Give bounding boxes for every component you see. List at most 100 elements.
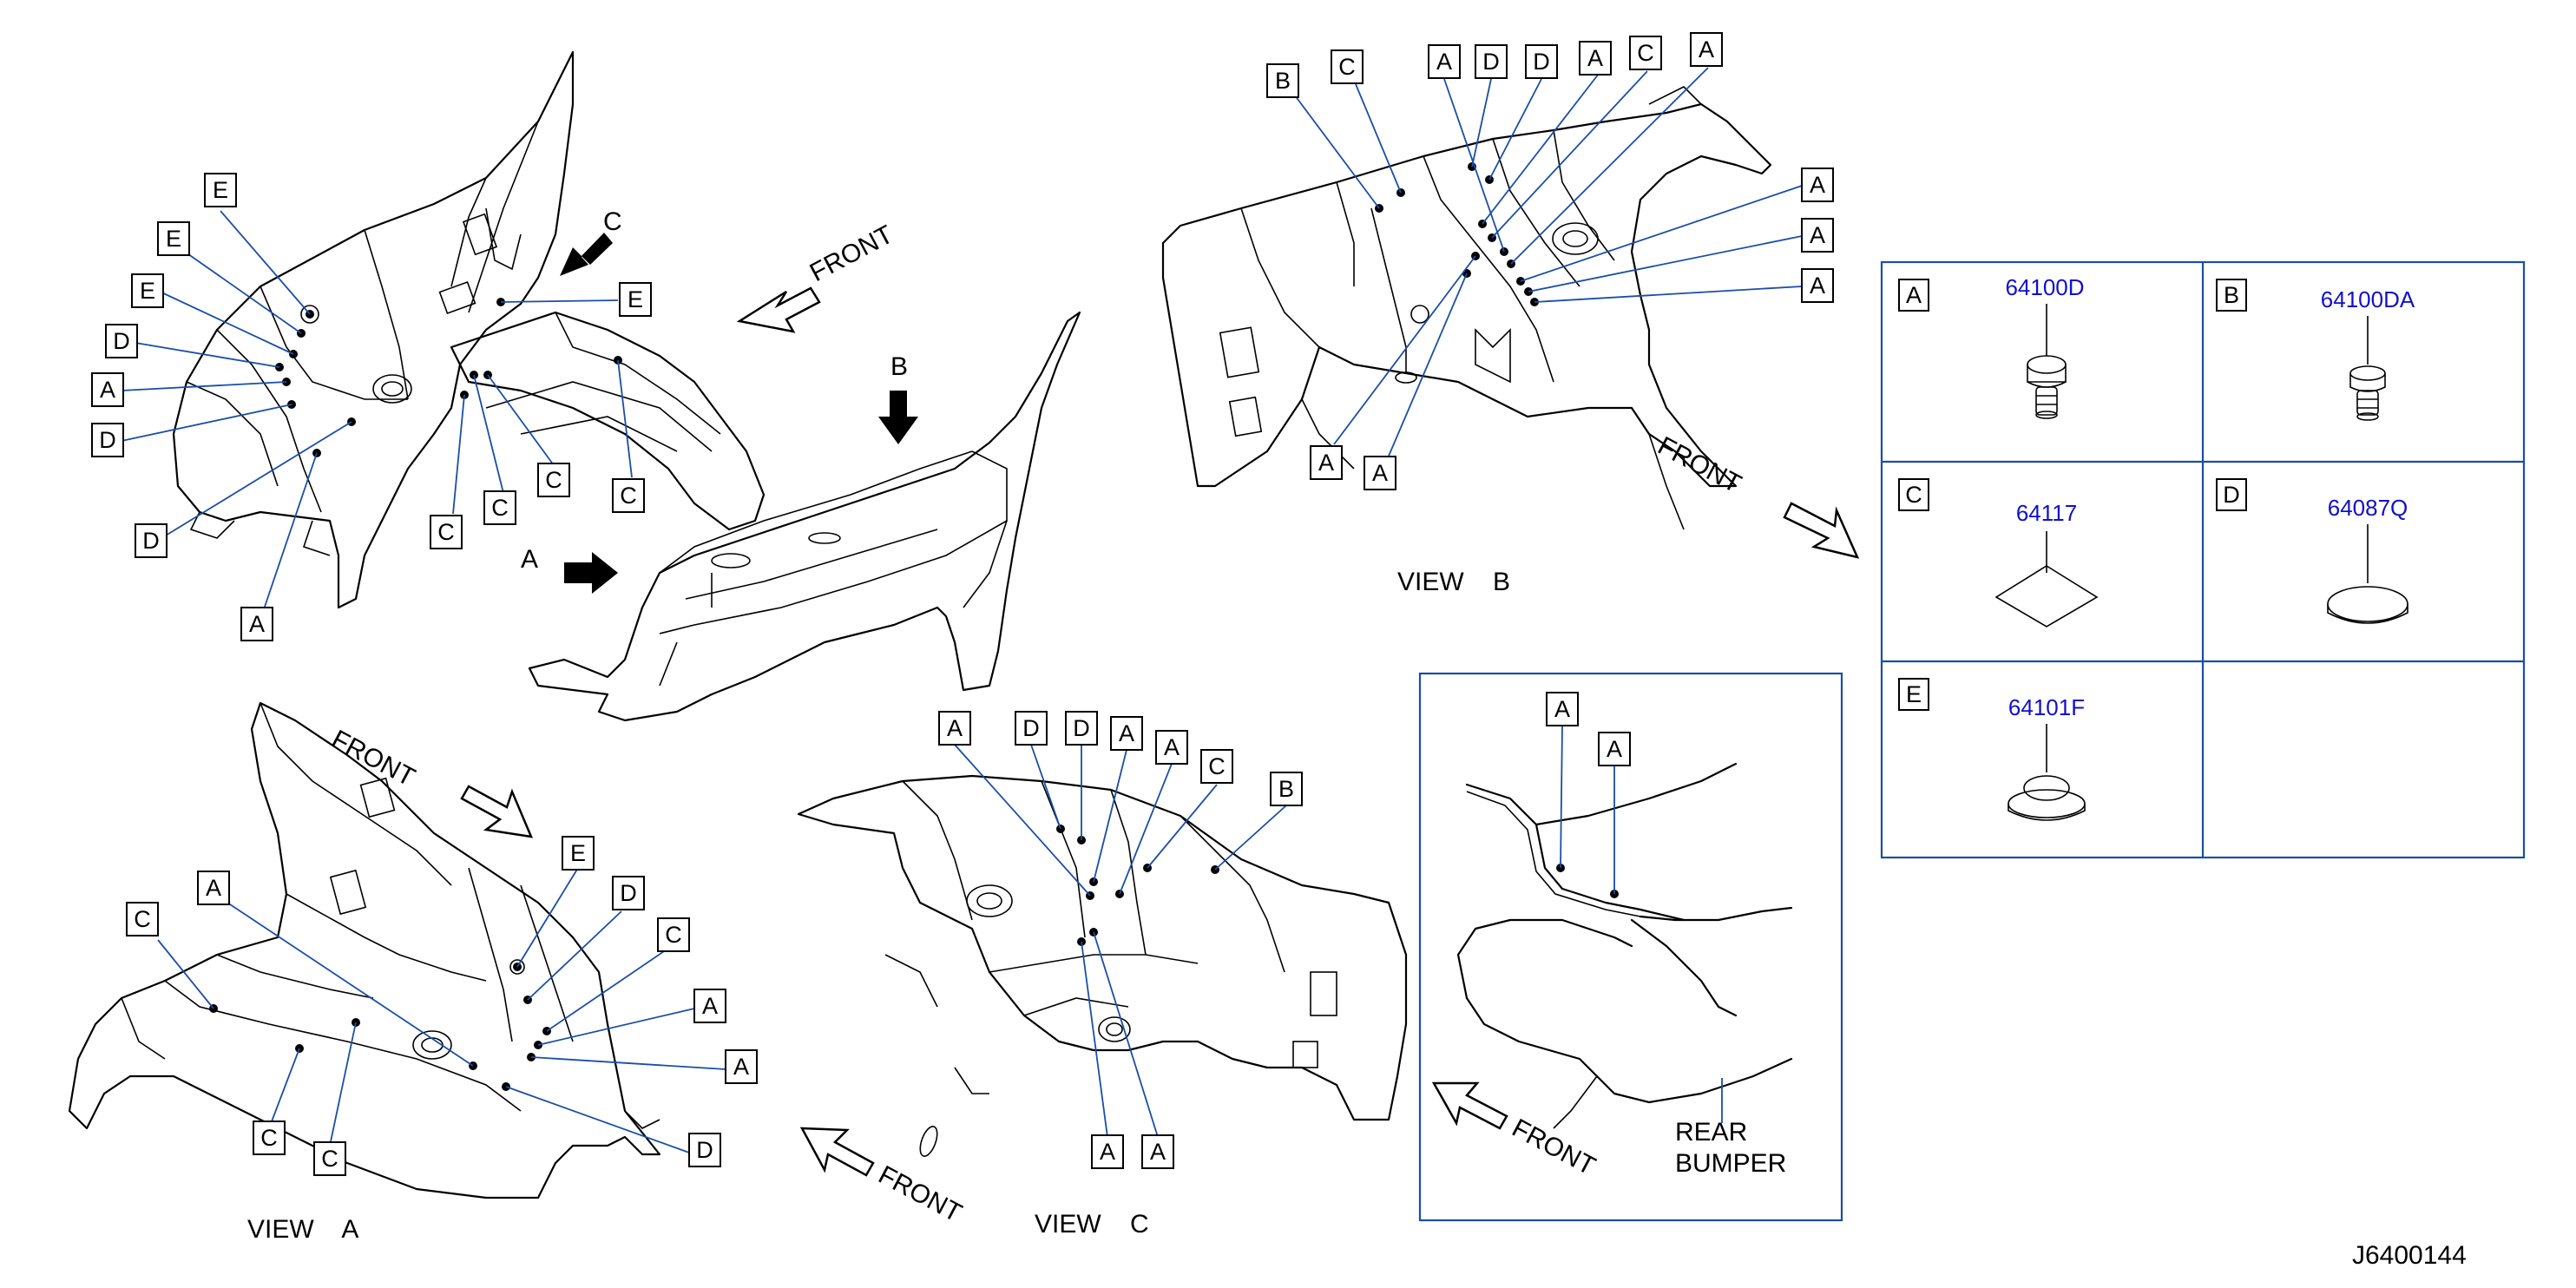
callout-c: C bbox=[126, 902, 159, 936]
svg-text:C: C bbox=[491, 495, 509, 521]
svg-text:A: A bbox=[1906, 282, 1922, 308]
callout-e: E bbox=[131, 273, 164, 308]
callout-c: C bbox=[1629, 36, 1662, 70]
svg-text:A: A bbox=[1100, 1139, 1115, 1165]
svg-text:A: A bbox=[206, 875, 221, 901]
svg-text:C: C bbox=[1637, 40, 1654, 66]
callout-a: A bbox=[1546, 692, 1579, 726]
front-arrow-rear-detail bbox=[1431, 1081, 1508, 1130]
overview-rail-drawing bbox=[528, 311, 1081, 722]
svg-text:A: A bbox=[1699, 36, 1714, 62]
callout-c: C bbox=[313, 1141, 346, 1176]
callout-c: C bbox=[1200, 749, 1233, 784]
svg-text:A: A bbox=[249, 611, 265, 637]
svg-text:A: A bbox=[1119, 720, 1134, 746]
callout-d: D bbox=[135, 523, 168, 558]
callout-e: E bbox=[619, 282, 652, 317]
svg-text:B: B bbox=[1275, 68, 1291, 94]
callout-d: D bbox=[91, 423, 124, 457]
callout-d: D bbox=[1525, 44, 1558, 79]
svg-text:D: D bbox=[1533, 49, 1550, 75]
callout-e: E bbox=[562, 836, 595, 871]
legend-cell-a: A 64100D bbox=[1898, 274, 2085, 419]
svg-text:E: E bbox=[213, 177, 228, 203]
callout-d: D bbox=[1475, 44, 1508, 79]
svg-text:E: E bbox=[166, 226, 181, 252]
svg-text:B: B bbox=[1278, 776, 1294, 802]
callout-c: C bbox=[1331, 49, 1364, 84]
rear-bumper-label-line2: BUMPER bbox=[1675, 1149, 1786, 1178]
svg-text:C: C bbox=[1905, 482, 1922, 508]
view-b-callouts: B C A D D A C A A A A A A bbox=[1266, 32, 1834, 490]
callout-a: A bbox=[725, 1049, 758, 1084]
svg-text:D: D bbox=[1482, 49, 1500, 75]
callout-c: C bbox=[253, 1120, 286, 1155]
svg-text:A: A bbox=[1150, 1139, 1166, 1165]
callout-d: D bbox=[688, 1133, 721, 1167]
view-b-arrow-label: B bbox=[890, 352, 908, 381]
svg-text:C: C bbox=[1338, 54, 1356, 80]
part-number-d: 64087Q bbox=[2328, 495, 2408, 521]
svg-text:A: A bbox=[1372, 460, 1388, 486]
view-c-arrow bbox=[560, 239, 599, 276]
svg-text:D: D bbox=[113, 328, 130, 354]
legend-cell-e: E 64101F bbox=[1898, 678, 2086, 821]
callout-d: D bbox=[612, 876, 645, 910]
svg-text:A: A bbox=[1554, 696, 1570, 722]
svg-text:D: D bbox=[696, 1137, 713, 1163]
callout-a: A bbox=[240, 607, 273, 641]
rear-bumper-label-line1: REAR bbox=[1675, 1118, 1747, 1147]
svg-text:C: C bbox=[1208, 753, 1226, 779]
parts-legend-table: A 64100D B 64100DA bbox=[1880, 260, 2526, 859]
svg-text:E: E bbox=[140, 278, 155, 304]
view-a-title: VIEW A bbox=[247, 1215, 358, 1244]
callout-d: D bbox=[1015, 711, 1048, 746]
svg-text:A: A bbox=[1810, 273, 1825, 299]
view-c-callouts: A D D A A C B A A bbox=[938, 711, 1303, 1169]
svg-text:A: A bbox=[1810, 172, 1825, 198]
svg-text:A: A bbox=[1164, 734, 1180, 760]
view-b-title: VIEW B bbox=[1397, 568, 1510, 596]
svg-text:A: A bbox=[733, 1054, 749, 1080]
callout-a: A bbox=[938, 711, 971, 746]
callout-a: A bbox=[1579, 41, 1612, 76]
svg-text:D: D bbox=[1022, 715, 1040, 741]
callout-a: A bbox=[1801, 268, 1834, 303]
front-arrow-overview bbox=[736, 286, 821, 333]
view-a-arrow bbox=[564, 552, 618, 594]
callout-d: D bbox=[105, 324, 138, 358]
view-c-title: VIEW C bbox=[1035, 1210, 1149, 1239]
callout-c: C bbox=[657, 917, 690, 952]
view-c-arrow-label: C bbox=[603, 207, 622, 236]
rear-detail-callouts: A A bbox=[1546, 692, 1631, 766]
view-b: FRONT VIEW B bbox=[1161, 67, 1860, 596]
view-a-arrow-label: A bbox=[521, 545, 538, 574]
view-b-arrow bbox=[878, 391, 918, 444]
callout-a: A bbox=[1801, 168, 1834, 202]
callout-a: A bbox=[1428, 44, 1461, 79]
svg-text:A: A bbox=[1318, 450, 1334, 476]
front-arrow-view-c bbox=[799, 1127, 875, 1177]
callout-b: B bbox=[1270, 772, 1303, 806]
legend-cell-c: C 64117 bbox=[1898, 478, 2099, 628]
callout-a: A bbox=[1091, 1134, 1124, 1169]
callout-a: A bbox=[1690, 32, 1723, 67]
callout-c: C bbox=[537, 463, 570, 497]
svg-text:E: E bbox=[570, 840, 586, 866]
square-sealing-patch-icon bbox=[1994, 565, 2099, 628]
push-clip-icon bbox=[2027, 355, 2067, 419]
svg-text:A: A bbox=[947, 715, 963, 741]
front-arrow-view-b bbox=[1783, 502, 1860, 559]
callout-c: C bbox=[483, 490, 516, 525]
svg-text:C: C bbox=[321, 1146, 338, 1172]
svg-text:A: A bbox=[100, 377, 115, 403]
callout-a: A bbox=[1310, 445, 1343, 480]
svg-text:A: A bbox=[702, 993, 718, 1019]
svg-text:D: D bbox=[142, 528, 160, 554]
svg-text:D: D bbox=[620, 880, 637, 906]
svg-text:A: A bbox=[1587, 45, 1603, 71]
svg-text:A: A bbox=[1810, 222, 1825, 248]
callout-a: A bbox=[1110, 716, 1143, 751]
callout-a: A bbox=[1598, 732, 1631, 766]
callout-a: A bbox=[1155, 730, 1188, 765]
